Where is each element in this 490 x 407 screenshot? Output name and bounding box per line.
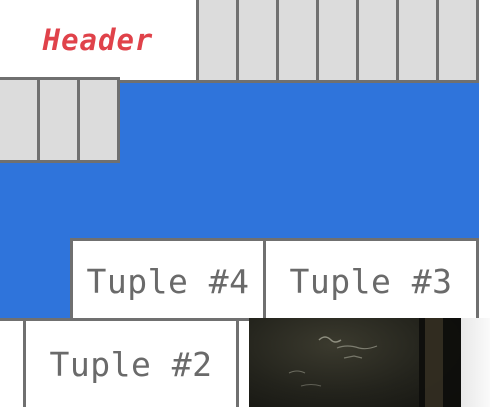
video-edge-strip: [461, 318, 490, 407]
slot-cell: [316, 0, 359, 83]
slot-cell: [276, 0, 319, 83]
lecture-video-overlay: [249, 318, 490, 407]
page-header-block: Header: [0, 0, 199, 83]
slot-cell: [77, 77, 120, 163]
tuple-3-block: Tuple #3: [263, 238, 479, 324]
tuple-2-block: Tuple #2: [23, 318, 239, 407]
header-label: Header: [42, 23, 154, 57]
tuple-3-label: Tuple #3: [289, 261, 453, 301]
tuple-4-label: Tuple #4: [86, 261, 250, 301]
tuple-4-block: Tuple #4: [70, 238, 266, 324]
chalkboard-image: [249, 318, 461, 407]
slot-cell: [436, 0, 479, 83]
slot-cell: [356, 0, 399, 83]
slot-cell: [396, 0, 439, 83]
free-space-region-lower: [0, 238, 76, 322]
slot-cell: [0, 77, 40, 163]
tuple-2-label: Tuple #2: [49, 344, 213, 384]
slot-cell: [37, 77, 80, 163]
slot-cell: [236, 0, 279, 83]
slot-cell: [196, 0, 239, 83]
chalk-marks-image: [288, 318, 461, 407]
